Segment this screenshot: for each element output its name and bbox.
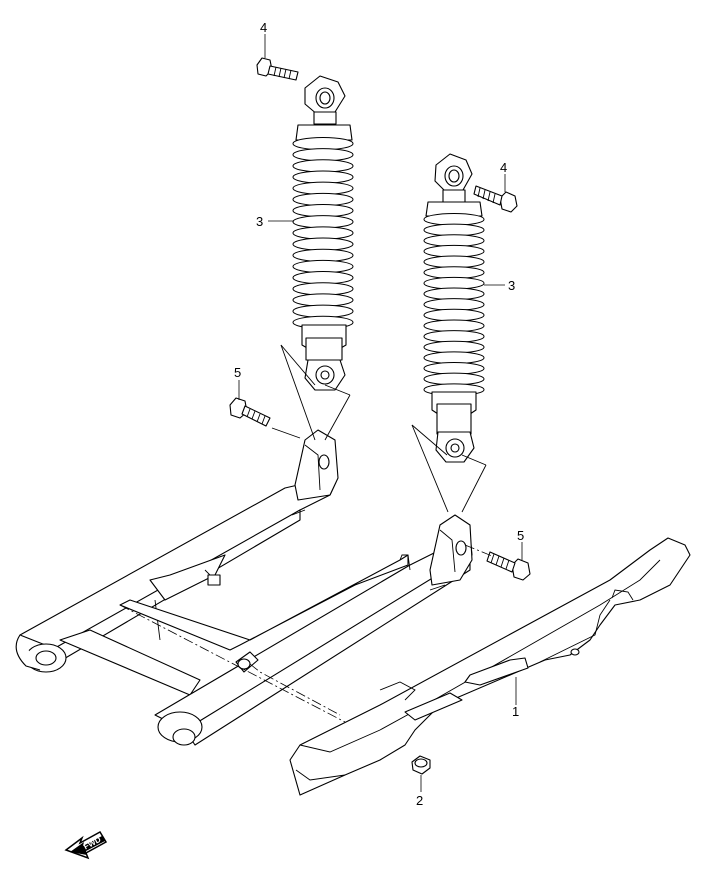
spring-coil [423,223,485,237]
spring-coil [423,308,485,322]
screw-part-2 [411,755,431,775]
callout-shock-left: 3 [256,214,263,229]
spring-coil [292,159,354,173]
spring-coil [423,266,485,279]
callout-bolt-upper-right: 4 [500,160,507,175]
shock-absorber-right [423,153,485,463]
spring-coil [423,234,485,247]
chain-case [289,537,691,796]
spring-coil [423,351,485,365]
forward-arrow-icon: FWD [64,830,108,860]
shock-absorber-left [292,75,354,391]
bolt-lower-right [486,551,531,581]
callout-bolt-upper-left: 4 [260,20,267,35]
swingarm [15,429,473,746]
leader-lines [238,34,523,792]
spring-coil [292,148,354,162]
spring-coil [292,204,354,218]
callout-bolt-lower-right: 5 [517,528,524,543]
spring-coil [292,192,354,207]
spring-coil [292,181,354,195]
spring-coil [423,372,485,386]
spring-coil [423,362,485,375]
callout-labels: 4 3 4 3 5 5 1 2 [234,20,524,808]
callout-shock-right: 3 [508,278,515,293]
bolt-upper-left [256,57,299,81]
assembly-lines [119,344,493,723]
spring-coil [292,271,354,285]
spring-coil [292,248,354,262]
spring-coil [423,330,485,343]
spring-coil [292,226,354,240]
spring-coil [292,136,354,151]
spring-coil [423,298,485,311]
spring-coil [292,293,354,307]
spring-coil [423,319,485,333]
spring-coil [292,237,354,251]
callout-chain-case: 1 [512,704,519,719]
bolt-upper-right [473,185,518,213]
spring-coil [292,304,354,318]
spring-coil [423,276,485,290]
spring-coil [292,170,354,184]
bolt-lower-left [229,397,271,427]
callout-screw: 2 [416,793,423,808]
spring-coil [292,259,354,274]
spring-coil [423,212,485,226]
spring-coil [423,244,485,258]
callout-bolt-lower-left: 5 [234,365,241,380]
spring-coil [292,282,354,296]
spring-coil [423,255,485,269]
spring-coil [423,340,485,354]
spring-coil [423,287,485,301]
spring-coil [292,215,354,229]
